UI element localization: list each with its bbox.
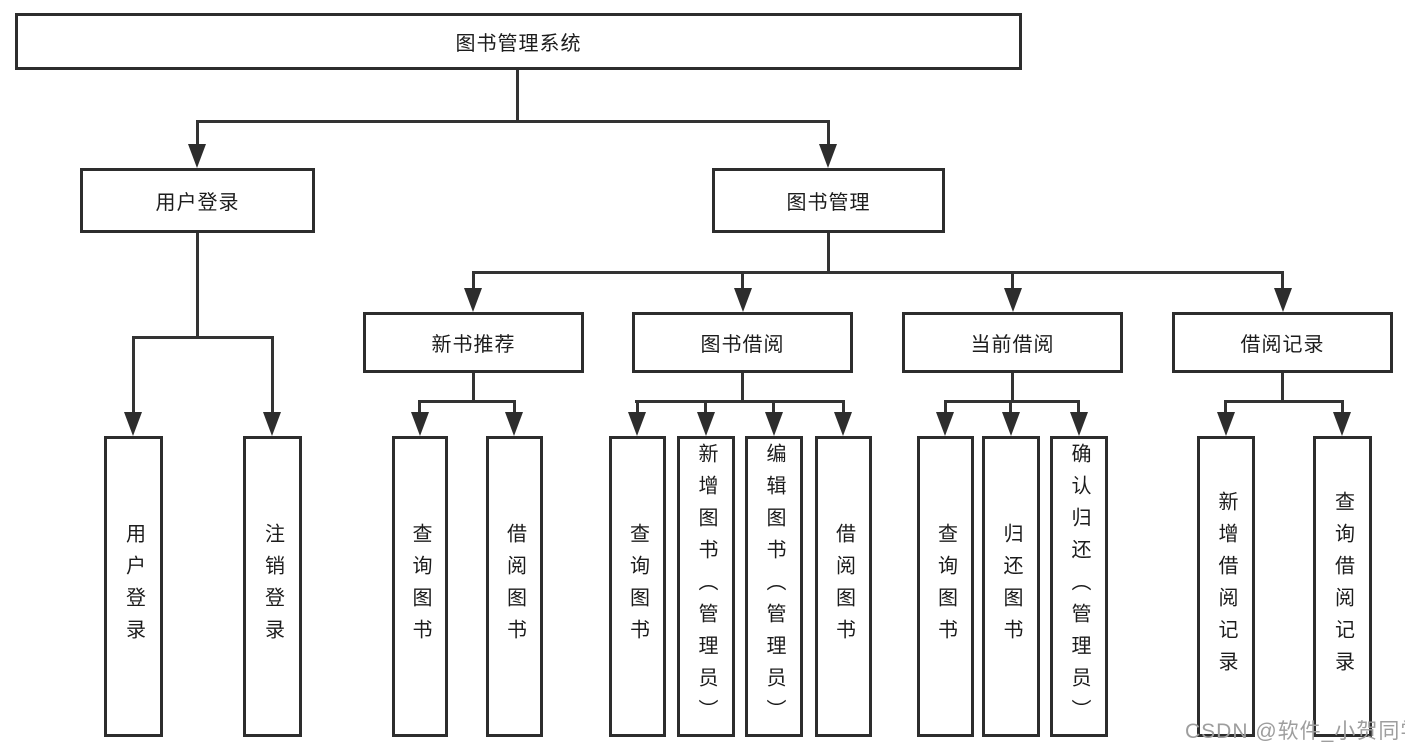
node-label: 借阅图书 (832, 522, 855, 651)
arrowhead-icon (819, 144, 837, 168)
connector-mgmt-drop-3 (1011, 271, 1014, 290)
node-label: 用户登录 (122, 522, 145, 651)
connector-borrow-drop-4 (842, 400, 845, 414)
node-label: 归还图书 (1000, 522, 1022, 651)
connector-root-drop-right (827, 120, 830, 148)
node-label: 查询图书 (409, 522, 431, 651)
arrowhead-icon (734, 288, 752, 312)
leaf-return-books: 归还图书 (982, 436, 1040, 737)
connector-mgmt-drop-2 (741, 271, 744, 290)
connector-mgmt-stem (827, 233, 830, 273)
node-library-system: 图书管理系统 (15, 13, 1022, 70)
arrowhead-icon (1002, 412, 1020, 436)
leaf-logout: 注销登录 (243, 436, 302, 737)
arrowhead-icon (834, 412, 852, 436)
node-label: 查询图书 (934, 522, 957, 651)
node-label: 注销登录 (261, 522, 284, 651)
arrowhead-icon (1217, 412, 1235, 436)
leaf-user-login: 用户登录 (104, 436, 163, 737)
connector-recommend-drop-1 (418, 400, 421, 414)
node-label: 查询借阅记录 (1331, 490, 1354, 683)
connector-records-drop-1 (1224, 400, 1227, 414)
connector-current-drop-2 (1009, 400, 1012, 414)
connector-records-drop-2 (1341, 400, 1344, 414)
node-label: 确认归还（管理员） (1068, 442, 1090, 731)
connector-recommend-stem (472, 373, 475, 403)
arrowhead-icon (1070, 412, 1088, 436)
node-label: 新增图书（管理员） (695, 442, 717, 731)
connector-records-hbar (1224, 400, 1343, 403)
connector-mgmt-hbar (472, 271, 1283, 274)
arrowhead-icon (263, 412, 281, 436)
csdn-watermark: CSDN @软件_小贺同学 (1185, 720, 1405, 743)
connector-mgmt-drop-4 (1281, 271, 1284, 290)
arrowhead-icon (1274, 288, 1292, 312)
connector-borrow-drop-1 (636, 400, 639, 414)
connector-root-drop-left (196, 120, 199, 148)
leaf-query-borrow-record: 查询借阅记录 (1313, 436, 1372, 737)
connector-current-stem (1011, 373, 1014, 403)
leaf-query-books-current: 查询图书 (917, 436, 974, 737)
node-new-book-recommend: 新书推荐 (363, 312, 584, 373)
arrowhead-icon (936, 412, 954, 436)
leaf-add-borrow-record: 新增借阅记录 (1197, 436, 1255, 737)
arrowhead-icon (124, 412, 142, 436)
leaf-edit-books-admin: 编辑图书（管理员） (745, 436, 803, 737)
node-user-login: 用户登录 (80, 168, 315, 233)
connector-borrow-stem (741, 373, 744, 403)
connector-mgmt-drop-1 (472, 271, 475, 290)
arrowhead-icon (411, 412, 429, 436)
connector-login-stem (196, 233, 199, 338)
connector-current-drop-1 (944, 400, 947, 414)
connector-root-stem (516, 70, 519, 123)
connector-login-drop-2 (271, 336, 274, 414)
arrowhead-icon (765, 412, 783, 436)
node-label: 借阅记录 (1240, 334, 1325, 356)
connector-borrow-drop-3 (772, 400, 775, 414)
arrowhead-icon (697, 412, 715, 436)
node-label: 新增借阅记录 (1215, 490, 1237, 683)
leaf-borrow-books-recommend: 借阅图书 (486, 436, 543, 737)
arrowhead-icon (628, 412, 646, 436)
node-label: 新书推荐 (431, 334, 516, 356)
arrowhead-icon (1333, 412, 1351, 436)
connector-current-drop-3 (1077, 400, 1080, 414)
leaf-query-books-recommend: 查询图书 (392, 436, 448, 737)
leaf-confirm-return-admin: 确认归还（管理员） (1050, 436, 1108, 737)
node-label: 编辑图书（管理员） (763, 442, 785, 731)
leaf-query-books-borrow: 查询图书 (609, 436, 666, 737)
connector-recommend-hbar (418, 400, 516, 403)
connector-records-stem (1281, 373, 1284, 403)
arrowhead-icon (1004, 288, 1022, 312)
node-book-borrowing: 图书借阅 (632, 312, 853, 373)
arrowhead-icon (464, 288, 482, 312)
node-label: 用户登录 (155, 192, 240, 214)
node-book-management: 图书管理 (712, 168, 945, 233)
node-label: 查询图书 (626, 522, 649, 651)
node-label: 图书管理 (786, 192, 871, 214)
node-label: 图书管理系统 (455, 33, 582, 55)
node-label: 当前借阅 (970, 334, 1055, 356)
leaf-add-books-admin: 新增图书（管理员） (677, 436, 735, 737)
arrowhead-icon (188, 144, 206, 168)
connector-recommend-drop-2 (513, 400, 516, 414)
connector-borrow-drop-2 (704, 400, 707, 414)
connector-borrow-hbar (635, 400, 844, 403)
node-borrowing-records: 借阅记录 (1172, 312, 1393, 373)
connector-login-hbar (132, 336, 274, 339)
connector-login-drop-1 (132, 336, 135, 414)
arrowhead-icon (505, 412, 523, 436)
connector-current-hbar (944, 400, 1080, 403)
connector-root-hbar (196, 120, 830, 123)
node-label: 借阅图书 (503, 522, 526, 651)
node-label: 图书借阅 (700, 334, 785, 356)
leaf-borrow-books-borrow: 借阅图书 (815, 436, 872, 737)
node-current-borrowing: 当前借阅 (902, 312, 1123, 373)
